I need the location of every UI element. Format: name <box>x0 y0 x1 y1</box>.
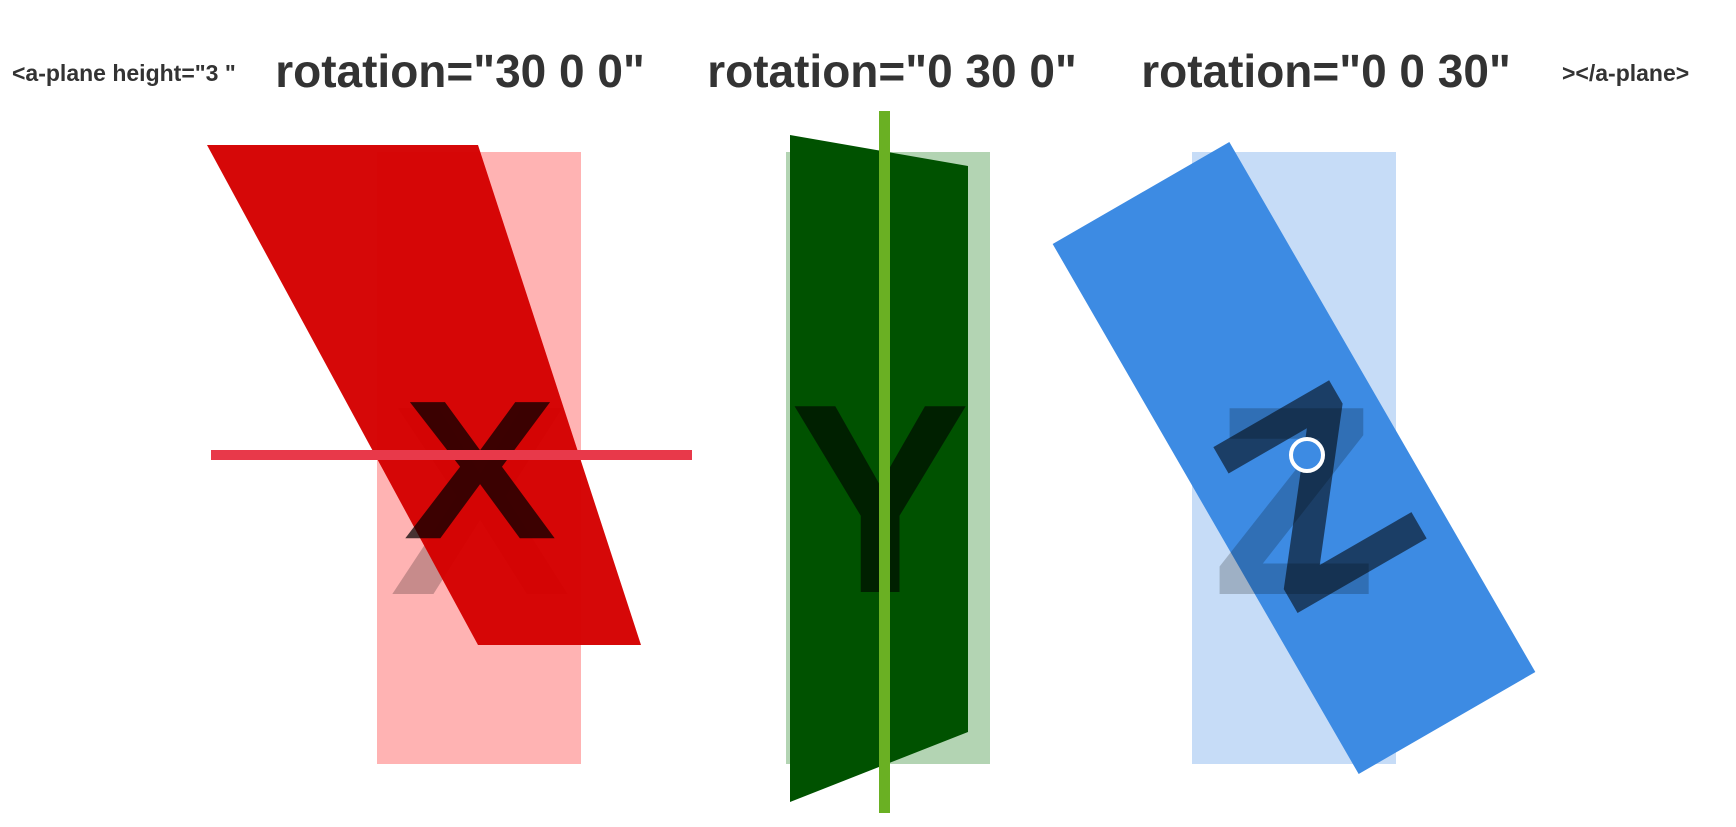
x-rotation-group: X X <box>207 145 692 764</box>
rotation-y-label: rotation="0 30 0" <box>707 45 1077 97</box>
z-ghost-letter: Z <box>1212 351 1377 652</box>
close-tag-code: ></a-plane> <box>1562 60 1690 86</box>
open-tag-code: <a-plane height="3 " <box>12 60 236 86</box>
rotation-z-label: rotation="0 0 30" <box>1141 45 1511 97</box>
y-rotation-group: Y <box>786 111 990 813</box>
rotation-x-label: rotation="30 0 0" <box>275 45 645 97</box>
x-axis-line <box>211 450 692 460</box>
y-axis-line <box>879 111 890 813</box>
z-axis-dot <box>1289 437 1325 473</box>
x-rotated-letter: X <box>403 360 556 580</box>
z-rotation-group: Z Z <box>1052 141 1536 775</box>
x-rotated-plane <box>207 145 641 645</box>
